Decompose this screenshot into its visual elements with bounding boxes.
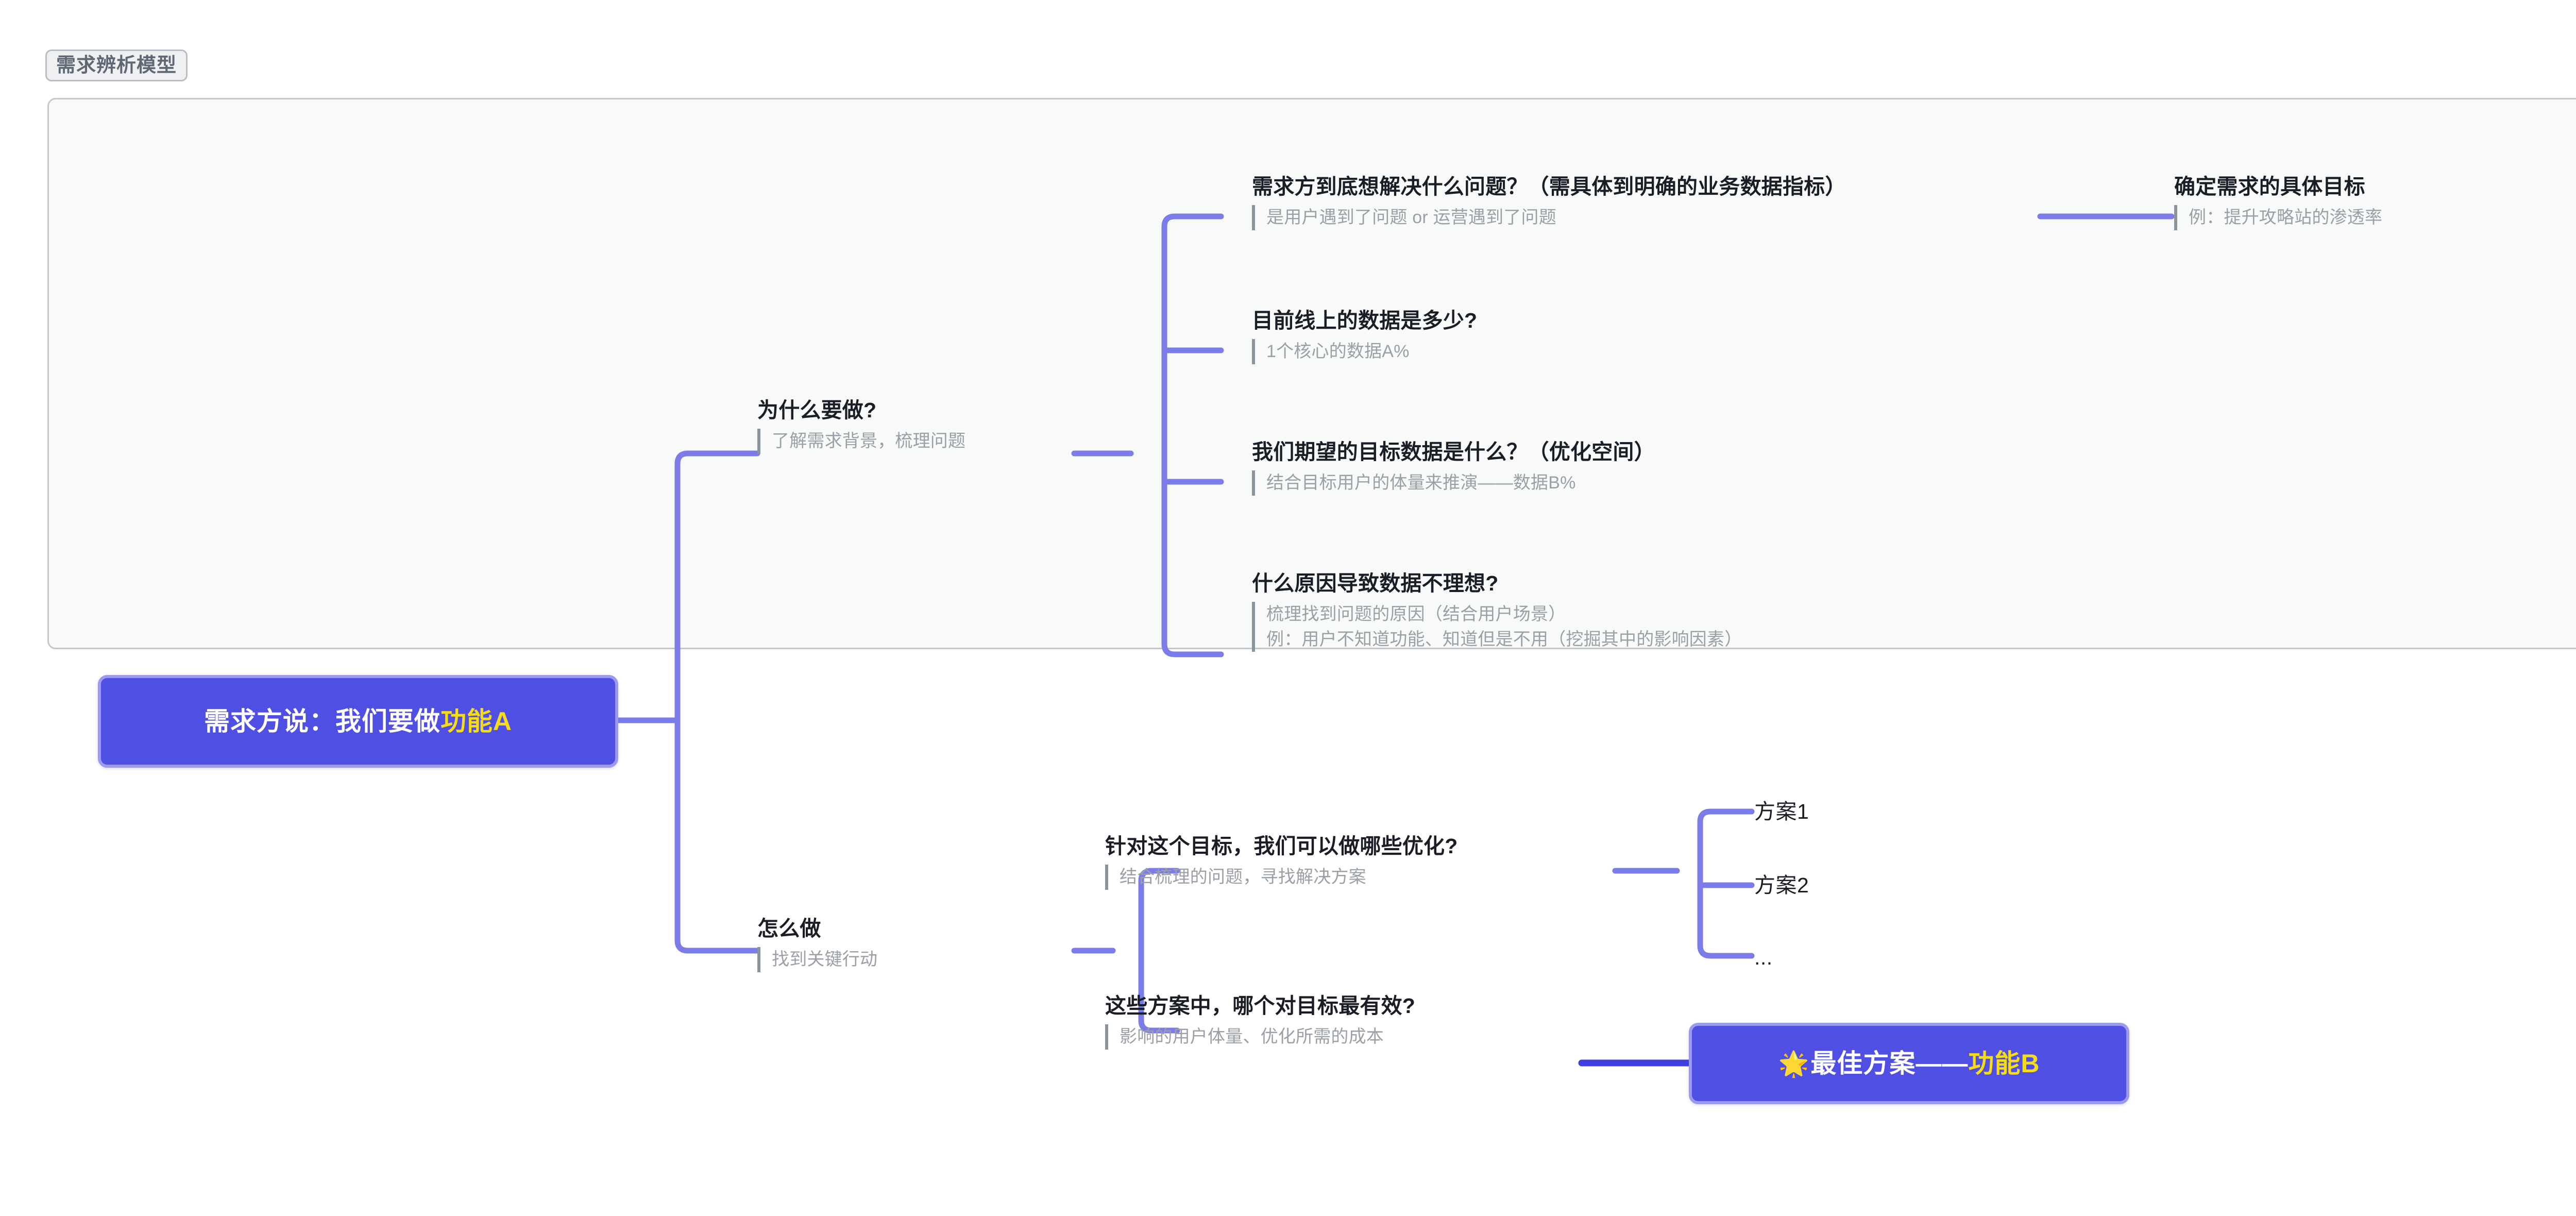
- option-item-2[interactable]: 方案2: [1754, 873, 1809, 897]
- branch-why[interactable]: 为什么要做? 了解需求背景，梳理问题: [757, 398, 965, 454]
- node-why-4-title: 什么原因导致数据不理想?: [1252, 571, 1499, 595]
- node-how-1-note-0: 结合梳理的问题，寻找解决方案: [1120, 867, 1366, 887]
- node-why-2-notes: 1个核心的数据A%: [1252, 339, 1477, 364]
- node-why-1[interactable]: 需求方到底想解决什么问题？（需具体到明确的业务数据指标） 是用户遇到了问题 or…: [1252, 174, 1846, 230]
- branch-why-notes: 了解需求背景，梳理问题: [757, 429, 966, 454]
- diagram-title-tag[interactable]: 需求辨析模型: [45, 49, 188, 81]
- node-how-1-notes: 结合梳理的问题，寻找解决方案: [1105, 865, 1458, 890]
- branch-how[interactable]: 怎么做 找到关键行动: [757, 916, 877, 972]
- node-how-2[interactable]: 这些方案中，哪个对目标最有效? 影响的用户体量、优化所需的成本: [1105, 993, 1415, 1050]
- node-goal-note-0: 例：提升攻略站的渗透率: [2189, 208, 2383, 228]
- node-how-2-note-0: 影响的用户体量、优化所需的成本: [1120, 1027, 1384, 1047]
- root-node-text-highlight: 功能A: [440, 707, 513, 736]
- branch-how-title: 怎么做: [757, 917, 821, 940]
- node-why-3-note-0: 结合目标用户的体量来推演――数据B%: [1266, 473, 1576, 493]
- node-why-4-note-1: 例：用户不知道功能、知道但是不用（挖掘其中的影响因素）: [1266, 629, 1742, 649]
- node-why-4[interactable]: 什么原因导致数据不理想? 梳理找到问题的原因（结合用户场景） 例：用户不知道功能…: [1252, 571, 1742, 652]
- best-solution-text-main: 最佳方案——: [1810, 1049, 1969, 1078]
- option-item-1[interactable]: 方案1: [1754, 800, 1809, 823]
- option-item-more[interactable]: ...: [1754, 945, 1773, 969]
- node-how-1[interactable]: 针对这个目标，我们可以做哪些优化? 结合梳理的问题，寻找解决方案: [1105, 834, 1458, 890]
- root-node-text-main: 需求方说：我们要做: [204, 707, 440, 736]
- best-solution-node[interactable]: 🌟最佳方案——功能B: [1689, 1023, 2129, 1104]
- branch-why-title: 为什么要做?: [757, 398, 877, 422]
- node-how-1-title: 针对这个目标，我们可以做哪些优化?: [1105, 834, 1458, 858]
- node-why-1-title: 需求方到底想解决什么问题？（需具体到明确的业务数据指标）: [1252, 175, 1846, 198]
- node-why-1-note-0: 是用户遇到了问题 or 运营遇到了问题: [1266, 208, 1556, 228]
- star-burst-icon: 🌟: [1778, 1050, 1810, 1078]
- node-why-2[interactable]: 目前线上的数据是多少? 1个核心的数据A%: [1252, 308, 1477, 364]
- root-node-label: 需求方说：我们要做功能A: [204, 708, 512, 734]
- mindmap-board: [47, 98, 2576, 649]
- branch-how-notes: 找到关键行动: [757, 947, 877, 972]
- node-goal-notes: 例：提升攻略站的渗透率: [2174, 205, 2382, 230]
- root-node[interactable]: 需求方说：我们要做功能A: [98, 675, 618, 768]
- node-why-1-notes: 是用户遇到了问题 or 运营遇到了问题: [1252, 205, 1846, 230]
- node-how-2-notes: 影响的用户体量、优化所需的成本: [1105, 1024, 1415, 1050]
- best-solution-label: 🌟最佳方案——功能B: [1778, 1051, 2040, 1077]
- node-how-2-title: 这些方案中，哪个对目标最有效?: [1105, 994, 1416, 1018]
- node-why-4-note-0: 梳理找到问题的原因（结合用户场景）: [1266, 604, 1566, 624]
- diagram-title-text: 需求辨析模型: [56, 55, 177, 76]
- node-why-2-title: 目前线上的数据是多少?: [1252, 309, 1478, 332]
- node-why-3[interactable]: 我们期望的目标数据是什么？（优化空间） 结合目标用户的体量来推演――数据B%: [1252, 440, 1655, 496]
- node-why-3-title: 我们期望的目标数据是什么？（优化空间）: [1252, 440, 1655, 464]
- node-why-2-note-0: 1个核心的数据A%: [1266, 342, 1410, 362]
- branch-how-note-0: 找到关键行动: [772, 950, 878, 970]
- link-options-trunk: [1697, 808, 1755, 959]
- node-why-3-notes: 结合目标用户的体量来推演――数据B%: [1252, 470, 1655, 496]
- best-solution-text-highlight: 功能B: [1968, 1049, 2040, 1078]
- node-goal[interactable]: 确定需求的具体目标 例：提升攻略站的渗透率: [2174, 174, 2382, 230]
- node-goal-title: 确定需求的具体目标: [2174, 175, 2365, 198]
- branch-why-note-0: 了解需求背景，梳理问题: [772, 431, 966, 451]
- node-why-4-notes: 梳理找到问题的原因（结合用户场景） 例：用户不知道功能、知道但是不用（挖掘其中的…: [1252, 602, 1742, 652]
